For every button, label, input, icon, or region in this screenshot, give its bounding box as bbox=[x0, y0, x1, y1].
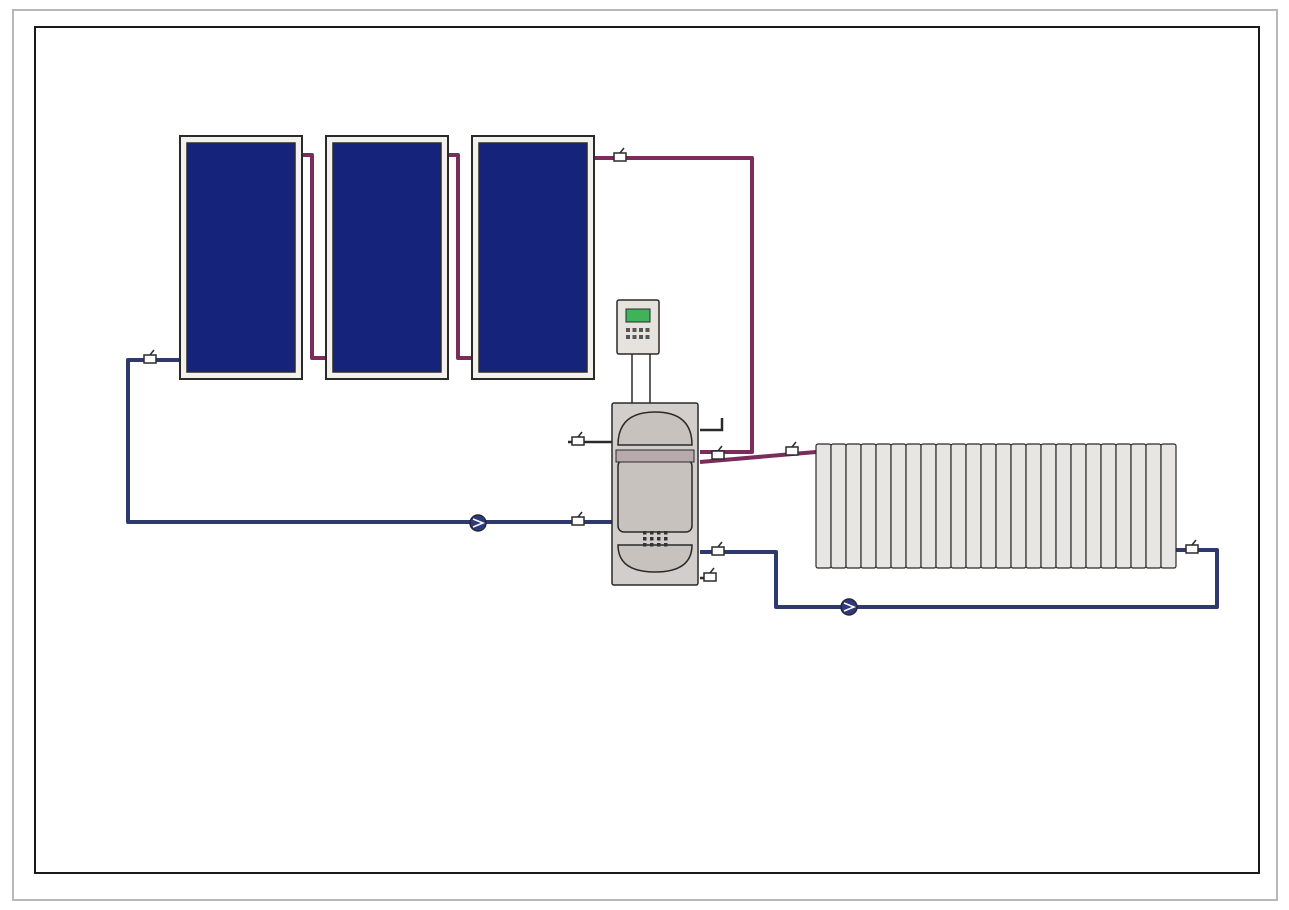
radiator-fin bbox=[815, 443, 832, 569]
valve-icon bbox=[785, 441, 799, 456]
valve-icon bbox=[711, 541, 725, 556]
tank-port bbox=[650, 537, 654, 541]
radiator-fin bbox=[875, 443, 892, 569]
tank-heat-exchanger bbox=[617, 459, 693, 533]
radiator-fin bbox=[905, 443, 922, 569]
radiator-fin bbox=[860, 443, 877, 569]
radiator-fin bbox=[1010, 443, 1027, 569]
tank-port bbox=[650, 543, 654, 547]
radiator-fin bbox=[1055, 443, 1072, 569]
radiator-fin bbox=[1145, 443, 1162, 569]
pump-arrow bbox=[472, 518, 486, 528]
tank-port bbox=[643, 543, 647, 547]
radiator-fin bbox=[1115, 443, 1132, 569]
pump-arrow bbox=[843, 602, 857, 612]
radiator-fin bbox=[1040, 443, 1057, 569]
radiator-fin bbox=[1100, 443, 1117, 569]
radiator-fin bbox=[890, 443, 907, 569]
valve-layer bbox=[143, 147, 1199, 582]
tank-upper-dome bbox=[617, 411, 693, 446]
tank-port bbox=[650, 531, 654, 535]
valve-icon bbox=[571, 511, 585, 526]
solar-collector-array bbox=[179, 135, 595, 380]
radiator-fin bbox=[1130, 443, 1147, 569]
valve-icon bbox=[571, 431, 585, 446]
controller-key bbox=[632, 328, 637, 332]
controller-key bbox=[632, 335, 637, 339]
radiator-fin bbox=[1025, 443, 1042, 569]
tank-ports bbox=[643, 531, 668, 547]
valve-icon bbox=[143, 349, 157, 364]
controller-key bbox=[645, 335, 650, 339]
radiator-fin bbox=[845, 443, 862, 569]
valve-icon bbox=[711, 445, 725, 460]
radiator-fin bbox=[950, 443, 967, 569]
circulation-pump-icon bbox=[840, 598, 858, 616]
controller-key bbox=[639, 335, 643, 339]
tank-port bbox=[657, 543, 661, 547]
outer-frame bbox=[12, 9, 1278, 901]
storage-tank-icon bbox=[611, 402, 699, 586]
radiator-fin bbox=[1160, 443, 1177, 569]
radiator-fin bbox=[1070, 443, 1087, 569]
controller-key bbox=[626, 335, 630, 339]
radiator-fin bbox=[935, 443, 952, 569]
controller-key bbox=[626, 328, 630, 332]
tank-port bbox=[664, 531, 668, 535]
controller-key bbox=[639, 328, 643, 332]
radiator-fin bbox=[980, 443, 997, 569]
tank-port bbox=[657, 531, 661, 535]
tank-port bbox=[643, 531, 647, 535]
valve-icon bbox=[703, 567, 717, 582]
collector-glass bbox=[332, 142, 442, 373]
inner-frame bbox=[34, 26, 1260, 874]
radiator-fin bbox=[995, 443, 1012, 569]
radiator-icon bbox=[815, 443, 1177, 569]
radiator-fins bbox=[815, 443, 1177, 569]
controller-screen bbox=[625, 308, 651, 323]
radiator-fin bbox=[830, 443, 847, 569]
controller-keypad bbox=[626, 328, 650, 339]
collector-link-pipe-2 bbox=[449, 153, 472, 360]
tank-port bbox=[664, 537, 668, 541]
collector-glass bbox=[186, 142, 296, 373]
radiator-fin bbox=[1085, 443, 1102, 569]
tank-port bbox=[657, 537, 661, 541]
tank-lower-dome bbox=[617, 544, 693, 573]
circulation-pump-icon bbox=[469, 514, 487, 532]
valve-icon bbox=[613, 147, 627, 162]
collector-glass bbox=[478, 142, 588, 373]
collector-return-pipe bbox=[126, 358, 612, 524]
tank-port bbox=[664, 543, 668, 547]
collector-link-pipe-1 bbox=[303, 153, 326, 360]
valve-icon bbox=[1185, 539, 1199, 554]
tank-port bbox=[643, 537, 647, 541]
radiator-fin bbox=[920, 443, 937, 569]
hot-supply-pipe bbox=[595, 156, 754, 454]
controller-body bbox=[616, 299, 660, 355]
radiator-fin bbox=[965, 443, 982, 569]
solar-controller-icon bbox=[616, 299, 660, 403]
tank-coil-band bbox=[615, 449, 695, 463]
controller-key bbox=[645, 328, 650, 332]
tank-stub-right-top bbox=[700, 418, 724, 432]
radiator-return-pipe bbox=[700, 548, 1219, 609]
